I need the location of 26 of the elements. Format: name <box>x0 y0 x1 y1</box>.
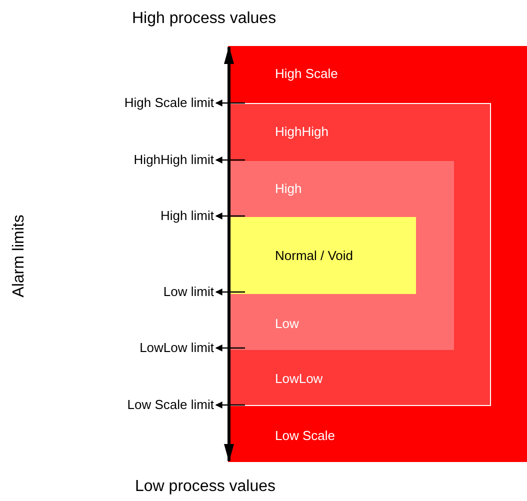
zone-label: High <box>275 180 302 196</box>
axis-end-label: Low process values <box>135 478 276 496</box>
axis-end-label: High process values <box>132 10 276 28</box>
arrow <box>215 344 245 352</box>
arrow <box>215 402 245 408</box>
limit-label: Low limit <box>163 284 214 299</box>
zone-label: Low Scale <box>275 428 335 442</box>
scale-band <box>228 46 527 462</box>
zone-label: High Scale <box>275 66 338 80</box>
limit-label: LowLow limit <box>140 340 214 355</box>
arrow <box>215 156 245 164</box>
zone-label: Normal / Void <box>275 248 354 262</box>
limit-label: High limit <box>160 208 214 223</box>
highhigh-band <box>228 103 491 406</box>
limit-label: HighHigh limit <box>134 152 214 167</box>
zone-label: LowLow <box>275 370 323 386</box>
axis-title: Alarm limits <box>10 214 28 298</box>
normal-band <box>228 217 416 294</box>
limit-label: High Scale limit <box>124 95 214 110</box>
arrow <box>215 100 245 106</box>
arrow <box>215 212 245 220</box>
zone-label: HighHigh <box>275 124 328 138</box>
limit-label: Low Scale limit <box>127 397 214 412</box>
high-band <box>228 161 454 350</box>
zone-label: Low <box>275 316 299 330</box>
arrow <box>215 288 245 296</box>
